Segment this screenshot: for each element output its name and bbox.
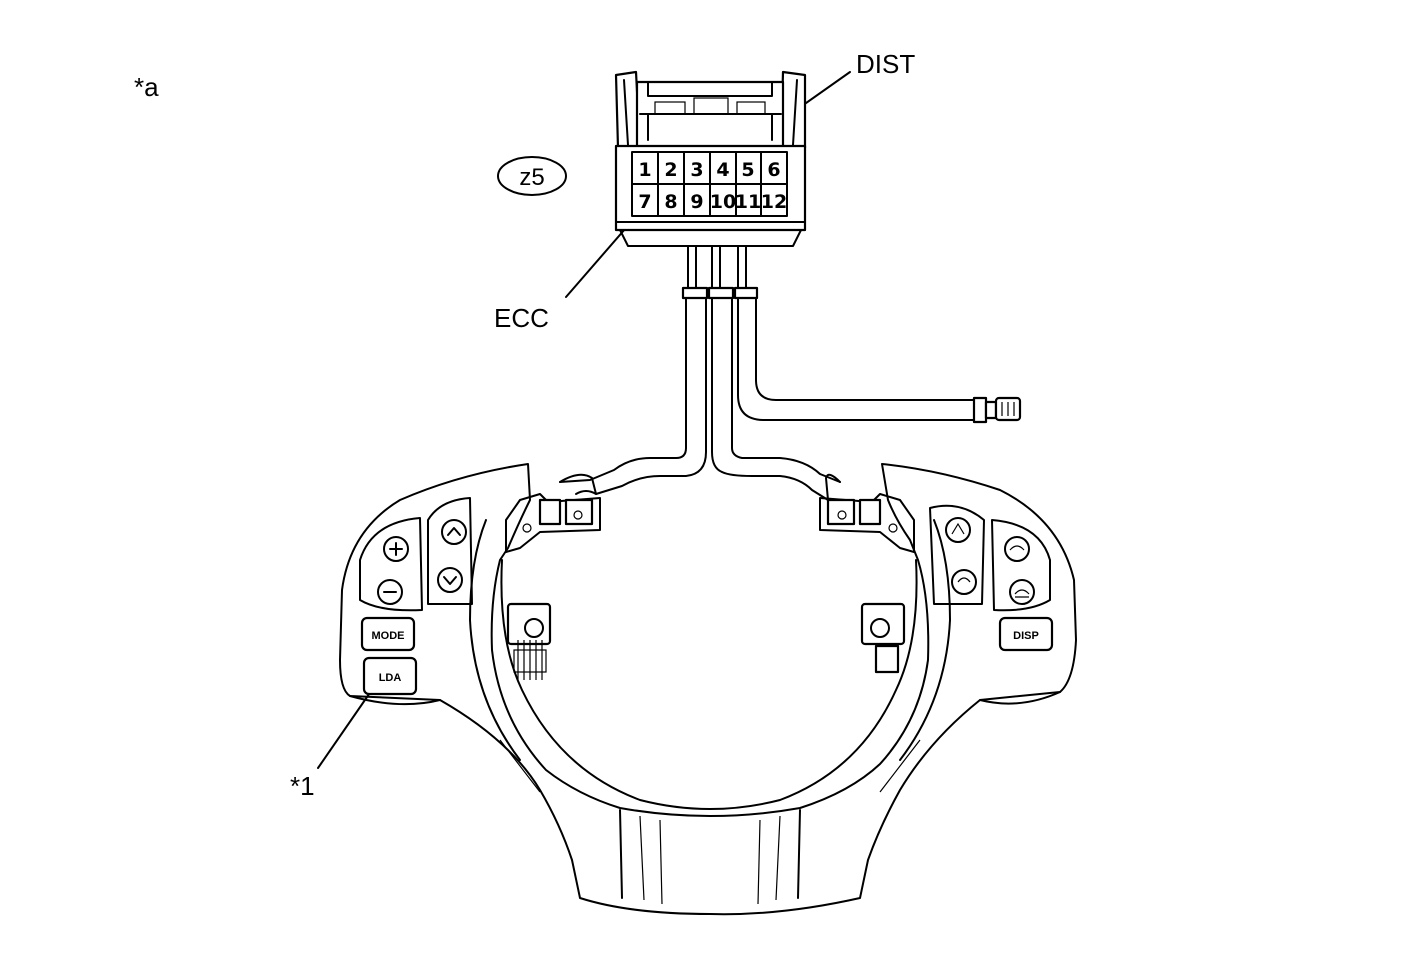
pin-9: 9 (690, 191, 703, 213)
ecc-label: ECC (494, 303, 549, 333)
pin-1: 1 (638, 159, 651, 181)
pin-11: 11 (735, 191, 761, 213)
part-label: *1 (290, 771, 315, 801)
disp-button-label: DISP (1013, 630, 1039, 642)
view-label: *a (134, 72, 159, 102)
lda-button: LDA (362, 656, 418, 696)
disp-button: DISP (998, 616, 1054, 652)
pin-4: 4 (716, 159, 729, 181)
pin-5: 5 (741, 159, 754, 181)
pin-2: 2 (664, 159, 677, 181)
mode-button-label: MODE (372, 630, 405, 642)
pin-7: 7 (638, 191, 651, 213)
pin-8: 8 (664, 191, 677, 213)
steering-pad: MODE LDA DISP (339, 463, 1077, 916)
connector: 1 2 3 4 5 6 7 8 9 10 11 12 (614, 70, 807, 247)
part-leader-line (317, 683, 377, 769)
wire-harness (559, 245, 1022, 501)
connector-code: z5 (519, 164, 544, 191)
dist-label: DIST (856, 49, 915, 79)
lda-button-label: LDA (379, 672, 402, 684)
pin-12: 12 (761, 191, 787, 213)
pin-6: 6 (767, 159, 780, 181)
pin-3: 3 (690, 159, 703, 181)
mode-button: MODE (360, 616, 416, 652)
pin-10: 10 (710, 191, 736, 213)
connector-code-badge: z5 (497, 156, 567, 196)
